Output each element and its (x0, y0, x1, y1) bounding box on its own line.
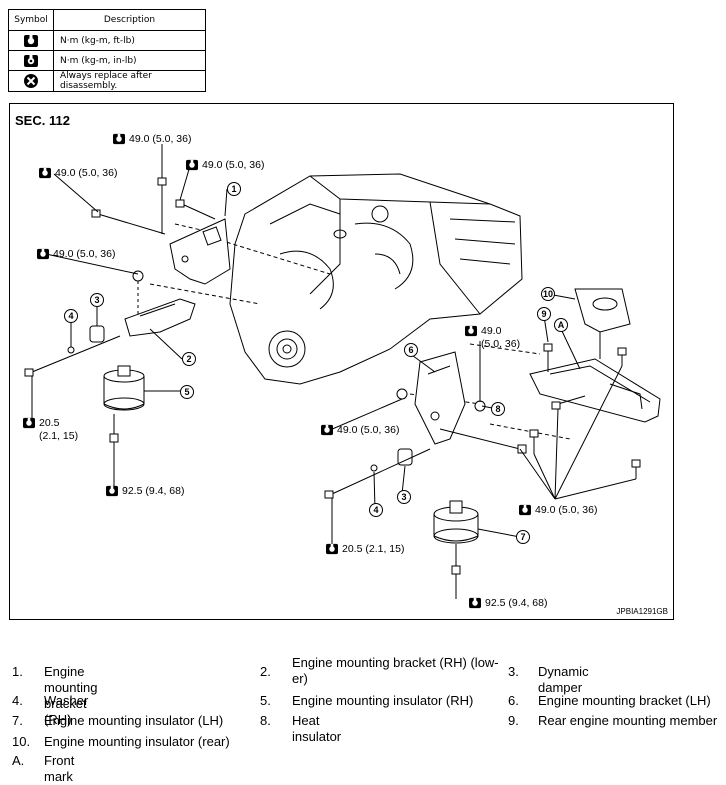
torque-value: 49.0 (5.0, 36) (53, 248, 116, 260)
engine-mount-artwork (24, 144, 661, 599)
torque-value: 49.0 (5.0, 36) (337, 424, 400, 436)
torque-value: 92.5 (9.4, 68) (485, 597, 548, 609)
symbol-description: Always replace after disassembly. (53, 70, 206, 92)
torque-wrench-icon (468, 597, 482, 613)
legend-number: 6. (508, 693, 519, 708)
torque-spec: 92.5 (9.4, 68) (105, 485, 184, 501)
legend-number: 3. (508, 664, 519, 679)
torque-wrench-icon (325, 543, 339, 559)
torque-wrench-icon (38, 167, 52, 183)
torque-spec: 20.5 (2.1, 15) (325, 543, 404, 559)
torque-spec: 49.0 (5.0, 36) (36, 248, 115, 264)
callout-5: 5 (180, 385, 194, 399)
legend-text: Engine mounting bracket (LH) (538, 693, 711, 708)
callout-1: 1 (227, 182, 241, 196)
callout-6: 6 (404, 343, 418, 357)
legend-text: Heat insulator (292, 713, 342, 744)
legend-number: 10. (12, 734, 31, 749)
symbol-table: Symbol Description N·m (kg-m, ft-lb) N·m… (8, 9, 206, 92)
torque-spec: 49.0 (5.0, 36) (320, 424, 399, 440)
legend-text: Washer (44, 693, 89, 708)
legend-text: Engine mounting bracket (RH) (44, 664, 98, 727)
torque-value: 49.0 (5.0, 36) (55, 167, 118, 179)
torque-value: 20.5 (2.1, 15) (342, 543, 405, 555)
callout-4: 4 (369, 503, 383, 517)
legend-number: 8. (260, 713, 271, 728)
callout-8: 8 (491, 402, 505, 416)
legend-text: Engine mounting insulator (LH) (44, 713, 224, 728)
torque-spec: 49.0 (5.0, 36) (112, 133, 191, 149)
callout-10: 10 (541, 287, 555, 301)
legend-text: Engine mounting insulator (rear) (44, 734, 230, 749)
legend-text: Engine mounting insulator (RH) (292, 693, 474, 708)
always-replace-icon (8, 70, 54, 92)
torque-wrench-icon (185, 159, 199, 175)
legend-number: 9. (508, 713, 519, 728)
callout-3: 3 (397, 490, 411, 504)
torque-spec: 49.0 (5.0, 36) (185, 159, 264, 175)
symbol-description: N·m (kg-m, in-lb) (53, 50, 206, 71)
torque-wrench-icon (36, 248, 50, 264)
callout-2: 2 (182, 352, 196, 366)
callout-9: 9 (537, 307, 551, 321)
torque-spec: 20.5 (2.1, 15) (22, 417, 78, 443)
torque-wrench-small-icon (8, 50, 54, 71)
torque-spec: 49.0 (5.0, 36) (464, 325, 520, 351)
callout-3: 3 (90, 293, 104, 307)
torque-wrench-icon (464, 325, 478, 341)
legend-number: 4. (12, 693, 23, 708)
torque-spec: 92.5 (9.4, 68) (468, 597, 547, 613)
torque-wrench-icon (22, 417, 36, 433)
torque-value: 49.0 (5.0, 36) (129, 133, 192, 145)
legend-number: 5. (260, 693, 271, 708)
legend-number: 1. (12, 664, 23, 679)
symbol-header: Symbol (8, 9, 54, 31)
torque-value: 20.5 (2.1, 15) (39, 417, 79, 442)
torque-value: 49.0 (5.0, 36) (481, 325, 521, 350)
legend-text: Dynamic damper (538, 664, 589, 695)
torque-spec: 49.0 (5.0, 36) (38, 167, 117, 183)
description-header: Description (53, 9, 206, 31)
legend-number: 7. (12, 713, 23, 728)
section-label: SEC. 112 (15, 113, 70, 128)
torque-wrench-icon (105, 485, 119, 501)
torque-value: 49.0 (5.0, 36) (202, 159, 265, 171)
figure-code: JPBIA1291GB (616, 607, 668, 616)
torque-spec: 49.0 (5.0, 36) (518, 504, 597, 520)
legend-text: Front mark (44, 753, 75, 784)
symbol-description: N·m (kg-m, ft-lb) (53, 30, 206, 51)
torque-value: 92.5 (9.4, 68) (122, 485, 185, 497)
torque-value: 49.0 (5.0, 36) (535, 504, 598, 516)
exploded-diagram: SEC. 112 49.0 (5.0, 36) 49.0 (5.0, 36) 4… (9, 103, 674, 620)
legend-text: Engine mounting bracket (RH) (low- er) (292, 655, 499, 686)
torque-wrench-icon (518, 504, 532, 520)
torque-wrench-icon (8, 30, 54, 51)
callout-a: A (554, 318, 568, 332)
legend-number: 2. (260, 664, 271, 679)
legend-number: A. (12, 753, 25, 768)
legend-text: Rear engine mounting member (538, 713, 718, 728)
torque-wrench-icon (320, 424, 334, 440)
torque-wrench-icon (112, 133, 126, 149)
callout-4: 4 (64, 309, 78, 323)
callout-7: 7 (516, 530, 530, 544)
